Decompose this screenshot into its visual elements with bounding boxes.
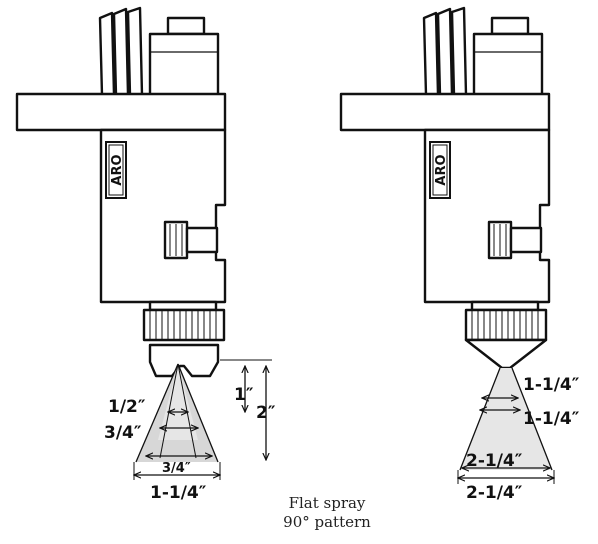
right-top-nut <box>472 16 544 97</box>
right-spray-gun: ARO <box>339 6 580 503</box>
left-brand-label: ARO <box>110 154 125 185</box>
left-side-fitting <box>163 220 219 260</box>
left-knurled-nut <box>142 308 226 342</box>
left-dim-1-label: 1/2″ <box>108 397 146 417</box>
left-spray-pattern <box>135 363 219 463</box>
left-dim-2-label: 3/4″ <box>104 423 142 443</box>
right-mounting-bar <box>339 92 551 132</box>
left-dist-2-label: 2″ <box>256 403 276 423</box>
right-dim-3-label: 2-1/4″ <box>466 451 523 471</box>
left-dist-1-label: 1″ <box>234 385 254 405</box>
right-dim-2-label: 1-1/4″ <box>523 409 580 429</box>
left-dim-4-label: 1-1/4″ <box>150 483 207 503</box>
left-aro-badge: ARO <box>105 141 127 199</box>
left-air-cap <box>148 343 220 378</box>
caption-line-2: 90° pattern <box>283 513 371 531</box>
right-dim-4-label: 2-1/4″ <box>466 483 523 503</box>
right-spray-pattern <box>459 367 553 471</box>
right-side-fitting <box>487 220 543 260</box>
left-spray-gun: ARO <box>15 6 276 503</box>
right-dim-1-label: 1-1/4″ <box>523 375 580 395</box>
left-top-nut <box>148 16 220 97</box>
caption-line-1: Flat spray <box>289 494 366 512</box>
left-dim-3-label: 3/4″ <box>162 461 191 476</box>
left-top-rods <box>98 6 144 97</box>
right-gun-body <box>423 128 551 304</box>
left-mounting-bar <box>15 92 227 132</box>
right-top-rods <box>422 6 468 97</box>
left-gun-body <box>99 128 227 304</box>
right-aro-badge: ARO <box>429 141 451 199</box>
right-nozzle-tip <box>464 338 548 370</box>
right-knurled-nut <box>464 308 548 342</box>
right-brand-label: ARO <box>434 154 449 185</box>
